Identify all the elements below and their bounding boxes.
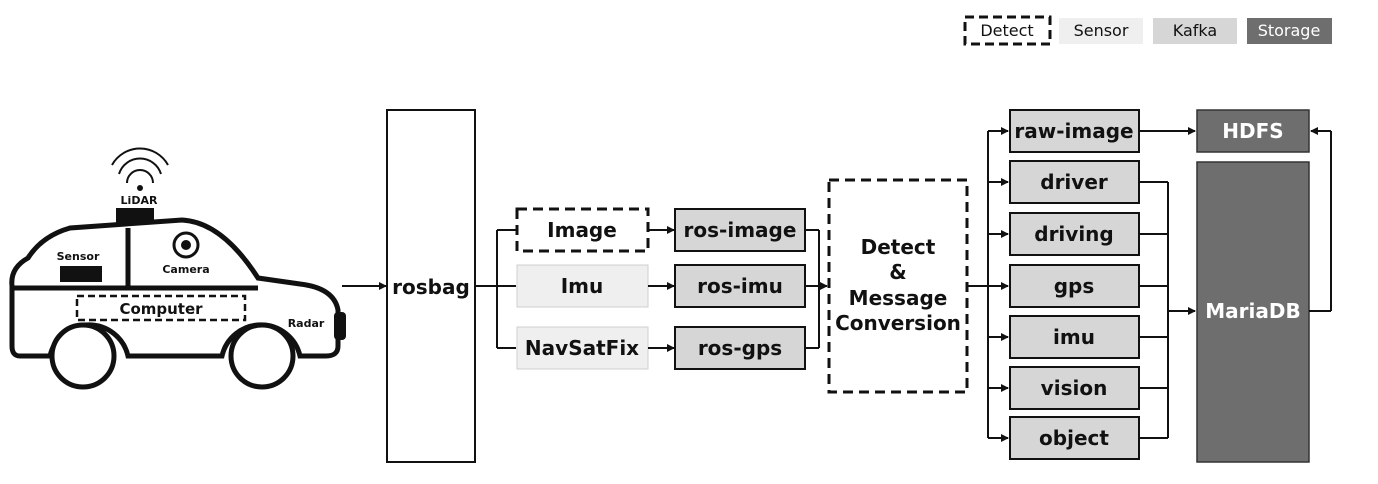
detect-line-2: & xyxy=(889,260,906,284)
legend-storage-label: Storage xyxy=(1258,21,1321,40)
ros-topic-imu-label: ros-imu xyxy=(697,274,783,298)
detect-conversion-box xyxy=(827,178,969,394)
legend-detect-label: Detect xyxy=(980,21,1033,40)
legend-sensor-swatch xyxy=(1059,18,1143,44)
kafka-topic-vision-label: vision xyxy=(1041,376,1108,400)
vehicle-illustration: LiDAR Sensor Camera Computer Radar xyxy=(9,147,346,390)
kafka-to-storage-lines xyxy=(1139,127,1196,439)
sensor-input-image-label: Image xyxy=(547,218,617,242)
kafka-topic-object-label: object xyxy=(1039,426,1109,450)
legend: Detect Sensor Kafka Storage xyxy=(963,15,1332,46)
kafka-topic-driver-label: driver xyxy=(1040,170,1108,194)
rosbag-label: rosbag xyxy=(392,275,470,299)
ros-merge-lines xyxy=(805,229,828,349)
ros-topic-image-label: ros-image xyxy=(684,218,797,242)
kafka-topic-driving xyxy=(1009,212,1140,256)
kafka-topic-gps-label: gps xyxy=(1054,274,1095,298)
radar-bump xyxy=(334,312,346,340)
legend-kafka-swatch xyxy=(1153,18,1237,44)
rear-wheel xyxy=(228,322,296,390)
sensor-input-imu-label: Imu xyxy=(561,274,604,298)
computer-label: Computer xyxy=(119,300,203,318)
mariadb-to-hdfs-arrow xyxy=(1309,127,1332,312)
wifi-icon xyxy=(111,147,169,191)
hdfs-box xyxy=(1196,109,1310,153)
radar-label: Radar xyxy=(288,317,325,330)
ros-topic-gps-label: ros-gps xyxy=(698,336,782,360)
camera-label: Camera xyxy=(162,263,209,276)
rosbag-fanout-lines xyxy=(475,229,516,349)
ros-topic-gps xyxy=(674,326,806,370)
camera-icon xyxy=(172,231,200,259)
sensor-input-navsatfix xyxy=(516,326,649,370)
front-wheel xyxy=(49,322,117,390)
detect-line-4: Conversion xyxy=(835,311,961,335)
vehicle-sensor-unit xyxy=(60,266,102,282)
lidar-label: LiDAR xyxy=(121,194,158,207)
sensor-input-imu xyxy=(516,264,649,308)
kafka-topic-imu-label: imu xyxy=(1053,325,1095,349)
mariadb-label: MariaDB xyxy=(1205,299,1300,323)
detect-fanout-lines xyxy=(967,127,1009,442)
vehicle-sensor-label: Sensor xyxy=(57,250,100,263)
kafka-topic-driver xyxy=(1009,160,1140,204)
kafka-topic-object xyxy=(1009,416,1140,460)
kafka-topics: raw-image driver driving gps imu vision … xyxy=(1009,109,1140,460)
ros-topic-image xyxy=(674,208,806,252)
kafka-topic-driving-label: driving xyxy=(1034,222,1113,246)
legend-storage-swatch xyxy=(1247,18,1332,44)
detect-line-3: Message xyxy=(849,286,948,310)
kafka-topic-raw-image-label: raw-image xyxy=(1014,119,1133,143)
sensor-input-navsatfix-label: NavSatFix xyxy=(525,336,639,360)
legend-kafka-label: Kafka xyxy=(1173,21,1217,40)
detect-line-1: Detect xyxy=(861,235,936,259)
computer-box xyxy=(75,294,247,322)
kafka-topic-raw-image xyxy=(1009,109,1140,153)
mariadb-box xyxy=(1196,161,1310,463)
rosbag-box xyxy=(386,109,476,463)
kafka-topic-gps xyxy=(1009,264,1140,308)
sensor-input-image xyxy=(515,207,650,253)
legend-detect-swatch xyxy=(963,15,1052,46)
legend-sensor-label: Sensor xyxy=(1074,21,1129,40)
hdfs-label: HDFS xyxy=(1222,119,1283,143)
